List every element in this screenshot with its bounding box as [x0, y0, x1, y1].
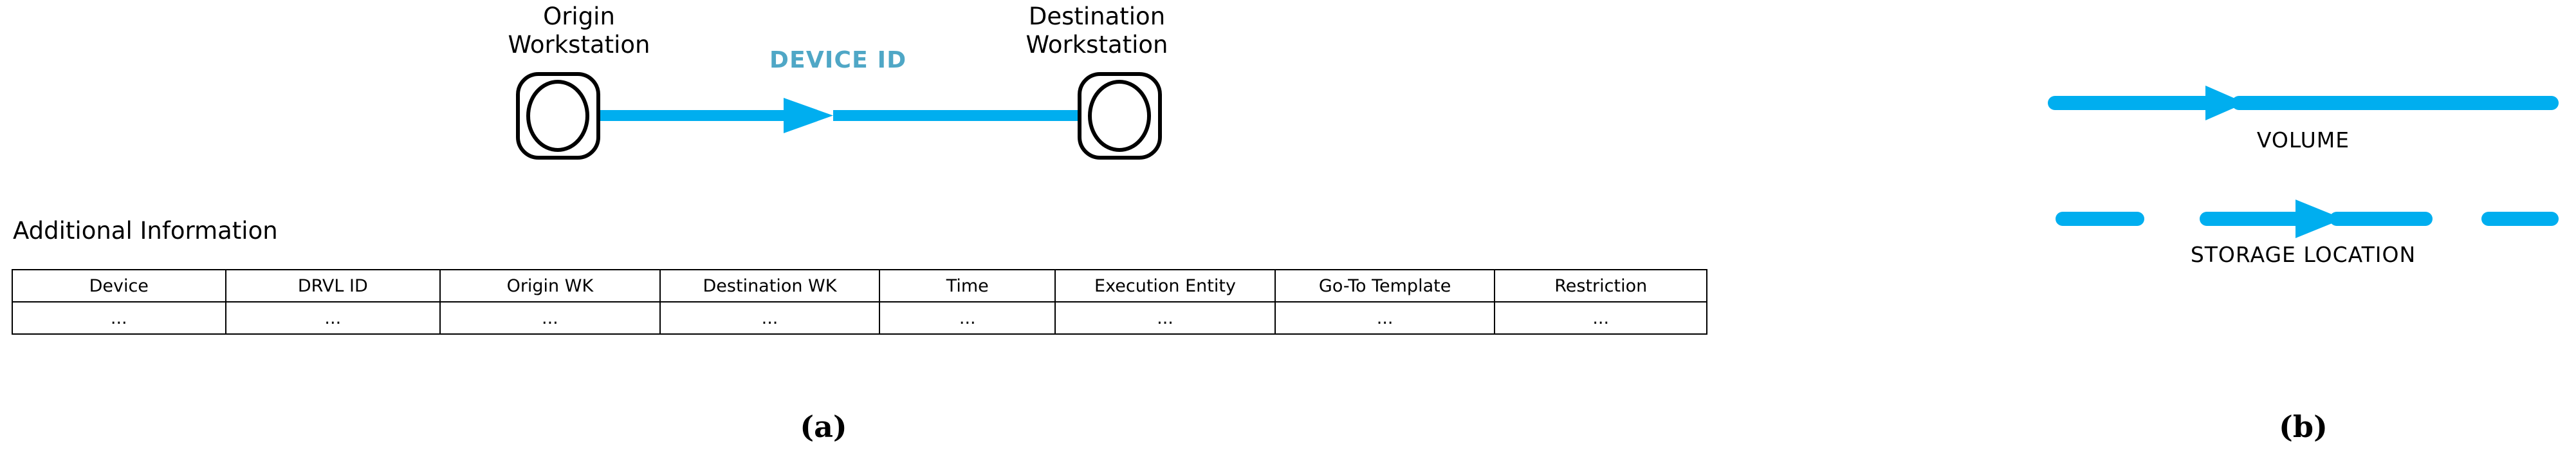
destination-workstation-label-line1: Destination — [1028, 3, 1166, 30]
table-cell-origin-wk: ... — [439, 301, 661, 335]
origin-workstation-label: Origin Workstation — [489, 3, 669, 59]
subfigure-caption-b: (b) — [2279, 409, 2328, 444]
table-header-time: Time — [879, 269, 1056, 303]
table-header-origin-wk: Origin WK — [439, 269, 661, 303]
table-row: ... ... ... ... ... ... ... ... — [12, 301, 1707, 335]
destination-workstation-label-line2: Workstation — [1026, 31, 1168, 59]
additional-information-caption: Additional Information — [13, 217, 278, 245]
origin-workstation-label-line2: Workstation — [508, 31, 650, 59]
table-cell-destination-wk: ... — [659, 301, 881, 335]
subfigure-caption-a: (a) — [800, 409, 847, 444]
table-header-restriction: Restriction — [1494, 269, 1707, 303]
volume-arrow-svg — [2048, 86, 2559, 120]
origin-workstation-shape[interactable] — [516, 72, 600, 160]
volume-legend-label: VOLUME — [2256, 127, 2350, 153]
panel-a: Origin Workstation Destination Workstati… — [12, 3, 1707, 444]
storage-location-arrow-svg — [2056, 200, 2559, 238]
table-header-device: Device — [12, 269, 226, 303]
table-cell-device: ... — [12, 301, 226, 335]
table-cell-execution-entity: ... — [1054, 301, 1276, 335]
table-header-row: Device DRVL ID Origin WK Destination WK … — [12, 269, 1707, 303]
table-cell-restriction: ... — [1494, 301, 1707, 335]
table-cell-go-to-template: ... — [1274, 301, 1496, 335]
destination-workstation-label: Destination Workstation — [1004, 3, 1190, 59]
device-id-edge-label: DEVICE ID — [769, 47, 907, 73]
panel-b: VOLUME STORAGE LOCATION (b) — [1994, 0, 2576, 475]
storage-location-legend-label: STORAGE LOCATION — [2190, 242, 2416, 267]
device-id-arrow — [598, 98, 1081, 133]
destination-workstation-shape[interactable] — [1078, 72, 1162, 160]
table-cell-time: ... — [879, 301, 1056, 335]
table-header-destination-wk: Destination WK — [659, 269, 881, 303]
table-header-drvl-id: DRVL ID — [225, 269, 441, 303]
table-header-go-to-template: Go-To Template — [1274, 269, 1496, 303]
storage-location-arrow — [2056, 200, 2559, 238]
additional-information-table: Device DRVL ID Origin WK Destination WK … — [12, 269, 1707, 335]
origin-workstation-label-line1: Origin — [543, 3, 615, 30]
table-header-execution-entity: Execution Entity — [1054, 269, 1276, 303]
table-cell-drvl-id: ... — [225, 301, 441, 335]
panel-a-graph-svg — [516, 72, 1162, 160]
volume-arrow — [2048, 86, 2559, 120]
